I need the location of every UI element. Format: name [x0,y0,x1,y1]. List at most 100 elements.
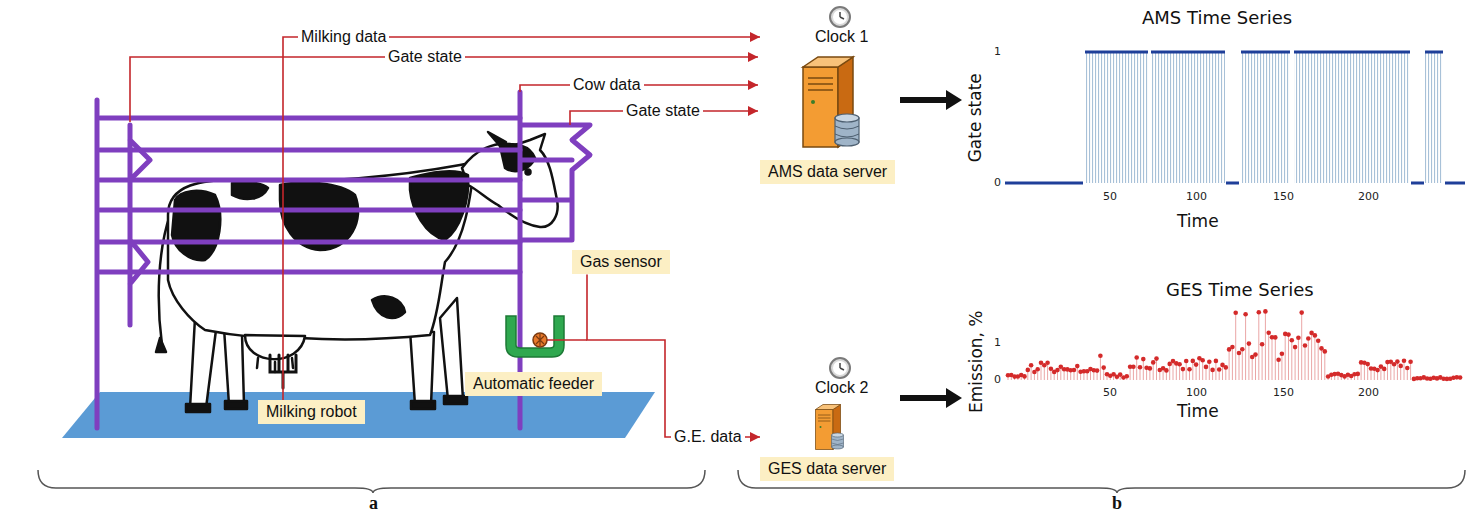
leader-lines [130,57,758,122]
clock-icon [840,12,844,19]
ges-chart [1169,364,1170,380]
panel-letter: b [1112,494,1122,512]
ges-chart [1405,366,1410,371]
ges-chart [1252,357,1253,380]
ges-chart [1098,354,1103,359]
ges-chart [1095,368,1100,373]
tick-label: 0 [994,177,1001,190]
ges-chart [1390,362,1391,380]
ges-chart [1233,311,1238,316]
clock-label: Clock 1 [815,28,868,46]
ges-chart [1049,366,1054,371]
ges-chart [1176,363,1177,380]
ges-chart [1314,335,1315,380]
ges-chart [1243,312,1248,317]
ges-chart [1134,355,1139,360]
ges-chart [1262,344,1263,380]
ges-chart [1196,365,1197,380]
server-icon [803,67,838,147]
ges-chart [1272,337,1273,380]
ges-chart [1035,367,1040,372]
ges-chart [1026,368,1031,373]
connector-label: G.E. data [671,428,745,446]
cow [488,132,506,146]
ges-chart [1288,335,1289,380]
cow [232,182,268,199]
ges-chart [1006,309,1463,381]
ges-chart [1202,360,1203,380]
ges-chart [1286,332,1291,337]
ges-chart [1356,372,1361,377]
tick-label: 1 [994,46,1001,59]
ges-chart [1306,336,1311,341]
stall-frame [100,118,520,272]
ges-chart [1247,341,1252,346]
ges-chart [1311,333,1312,380]
ges-chart [1258,312,1259,380]
ges-chart [1187,367,1192,372]
ges-chart [1179,364,1180,380]
server-icon [816,410,834,450]
cow [168,162,475,339]
ges-chart [1204,365,1209,370]
label-box: Gas sensor [572,250,670,274]
ges-chart [1404,361,1405,380]
node-label: Automatic feeder [473,375,594,393]
stall-frame [97,92,520,428]
ges-chart [1210,368,1215,373]
panel-letter: a [369,494,378,512]
ges-chart [1265,311,1266,380]
ges-chart [1276,357,1281,362]
automatic-feeder-symbol [547,339,587,341]
data-connector [283,37,760,400]
ges-chart [1239,353,1240,380]
server-icon [832,439,844,445]
ges-chart [1387,362,1388,380]
server-icon [818,415,831,421]
ges-chart [1408,359,1413,364]
ges-chart [1101,365,1106,370]
server-icon [832,445,844,449]
ams-chart [1005,182,1465,185]
cow [526,170,531,175]
ges-chart [1143,359,1144,380]
clock-icon [833,10,847,24]
server-node: GES data server [760,402,895,484]
server-icon [811,100,815,104]
chart-title: AMS Time Series [1142,8,1292,29]
ges-chart [1151,360,1156,365]
automatic-feeder-symbol [506,316,587,357]
block-arrow [900,90,962,110]
ges-chart [1305,346,1306,381]
ges-chart [1131,364,1136,369]
ges-chart [1245,314,1246,380]
ges-chart [1397,362,1398,380]
automatic-feeder-symbol [533,333,547,347]
ges-chart [1255,355,1256,380]
ges-chart [1395,359,1400,364]
signal-label: Gate state [385,48,465,66]
tick-label: 50 [1103,191,1117,204]
ges-chart [1298,338,1299,380]
label-box: AMS data server [760,160,895,184]
ams-chart [1085,52,1148,183]
ges-chart [1367,364,1368,380]
ges-chart [1194,362,1199,367]
tick-label: 150 [1273,387,1294,400]
ges-chart [1192,361,1193,380]
ges-chart [1186,361,1187,380]
block-arrow [900,388,962,408]
ges-chart [1323,349,1328,354]
server-icon [793,52,863,152]
ges-chart [1260,342,1265,347]
ges-chart [1156,359,1157,380]
ges-chart [1364,363,1365,380]
clock-icon [830,7,850,27]
connector-label: Milking data [298,28,389,46]
ges-chart [1290,338,1295,343]
server-icon [803,57,853,67]
ges-chart [1263,309,1268,314]
ges-chart [1324,351,1325,380]
ges-chart [1075,364,1080,369]
